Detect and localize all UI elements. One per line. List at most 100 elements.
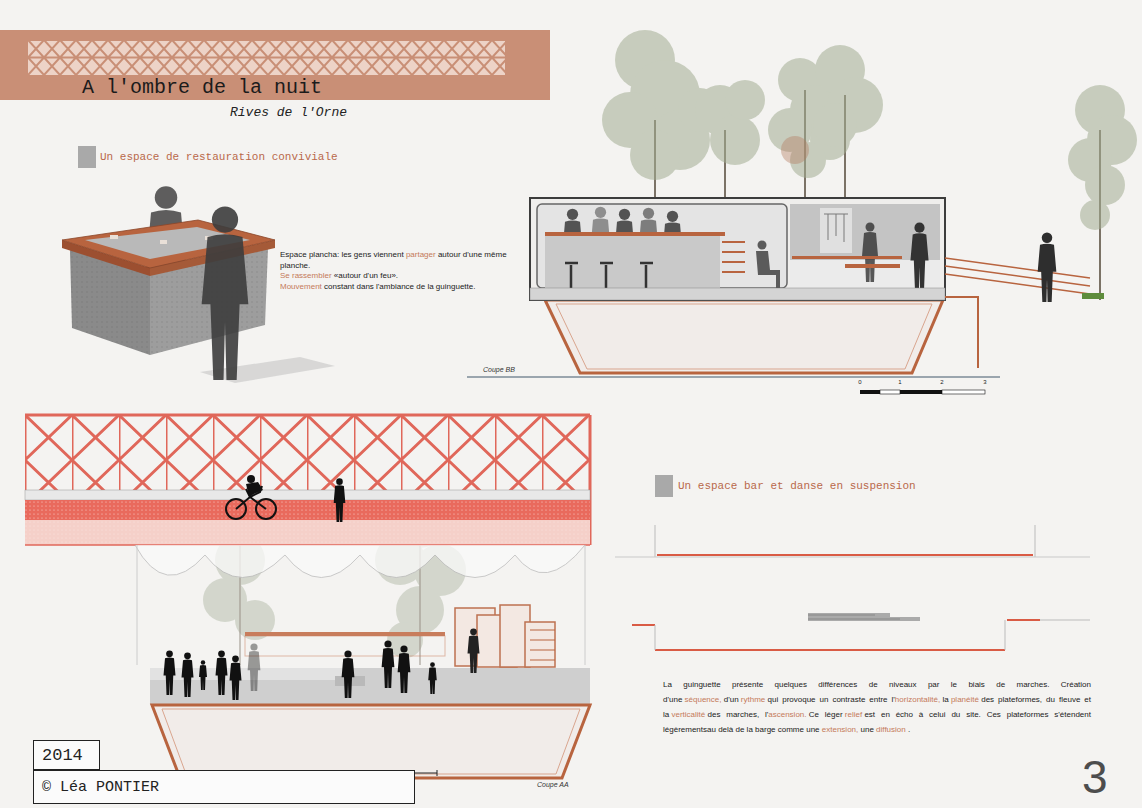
cyclist-part: [247, 475, 255, 483]
section-bb-part: [910, 223, 928, 290]
scale-bar-part: [900, 390, 942, 394]
cyclist: [226, 475, 276, 519]
keyword: séquence,: [685, 695, 722, 704]
level-diagram: [615, 525, 1090, 650]
title-band: [0, 30, 550, 100]
body-text: une: [860, 725, 873, 734]
section-aa-part: [25, 490, 590, 500]
title-wrap: A l'ombre de la nuit: [82, 76, 322, 99]
section-bb-part: [556, 304, 932, 369]
body-text: Espace plancha: les gens viennent: [280, 250, 404, 259]
trees-part: [781, 136, 809, 164]
paragraph: La guinguette présente quelques différen…: [663, 677, 1091, 737]
section-aa: [25, 415, 590, 778]
body-text: des marches, l': [708, 710, 769, 719]
trees-part-part: [630, 130, 680, 180]
section-heading: Un espace bar et danse en suspension: [678, 480, 916, 492]
section-bb-part: [530, 198, 945, 300]
section-bb-part: [756, 241, 780, 291]
section-aa-part: [164, 628, 480, 700]
section-aa-part-part: [428, 662, 437, 694]
section-bb: [467, 198, 1104, 377]
scale-bar: [860, 390, 985, 394]
footer-rule: [415, 770, 437, 776]
keyword: partager: [406, 250, 436, 259]
keyword: ascension.: [768, 710, 806, 719]
title: A l'ombre de la nuit: [82, 76, 322, 99]
title-band-part: [0, 30, 550, 100]
section-aa-part: [530, 630, 555, 660]
body-text: «autour d'un feu».: [334, 271, 398, 280]
title-band-part: [28, 40, 505, 75]
frame-box: © Léa PONTIER: [33, 770, 415, 804]
section-bb-part: [545, 300, 943, 373]
keyword: planéité: [951, 695, 979, 704]
keyword: diffusion: [876, 725, 906, 734]
body-text: .: [908, 725, 910, 734]
section-bb-part: [820, 208, 852, 253]
scale-number: 2: [940, 379, 943, 385]
box-text: 2014: [42, 746, 91, 765]
subtitle-wrap: Rives de l'Orne: [230, 106, 347, 121]
section-aa-part-part: [525, 622, 555, 667]
scale-number: 1: [898, 379, 901, 385]
heading-marker-part: [655, 475, 673, 497]
body-text: d'un: [724, 695, 739, 704]
trees-part-part: [1085, 165, 1125, 205]
paragraph-line: Espace plancha: les gens viennentpartage…: [280, 250, 532, 271]
section-aa-part: [245, 632, 445, 636]
section-label: Coupe AA: [537, 781, 569, 788]
page-number: 3: [1082, 751, 1108, 803]
section-aa-part: [152, 705, 590, 778]
section-aa-part: [162, 709, 580, 774]
keyword: rythme: [741, 695, 765, 704]
section-aa-part-part: [342, 650, 355, 698]
section-bb-part: [722, 242, 745, 272]
section-aa-part-part: [182, 652, 194, 697]
section-aa-part: [25, 500, 590, 520]
plancha-illustration-part: [160, 240, 167, 244]
keyword: relief: [845, 710, 862, 719]
section-aa-part: [334, 478, 346, 522]
section-bb-part: [792, 256, 902, 259]
section-label-wrap: Coupe AA: [537, 781, 569, 789]
section-aa-part-part: [398, 645, 411, 693]
frame-box: 2014: [33, 740, 100, 770]
keyword: verticalité: [671, 710, 705, 719]
section-bb-part: [565, 263, 653, 288]
paragraph-line: Se rassembler«autour d'un feu».: [280, 271, 532, 282]
section-bb-part: [845, 264, 900, 268]
section-heading: Un espace de restauration conviviale: [100, 151, 338, 163]
plancha-illustration: [62, 186, 335, 383]
level-diagram-part: [655, 620, 1090, 650]
plancha-illustration-part: [202, 206, 249, 380]
scale-number-wrap: 2: [940, 379, 943, 386]
section-aa-part-part: [216, 650, 228, 695]
paragraph-line: Mouvementconstant dans l'ambiance de la …: [280, 282, 532, 293]
section-heading-wrap: Un espace bar et danse en suspension: [678, 480, 916, 493]
section-bb-part: [530, 288, 945, 300]
section-aa-part-part: [164, 650, 176, 695]
level-diagram-part: [615, 557, 1090, 558]
section-aa-part-part: [382, 640, 395, 688]
paragraph-line: La guinguette présente quelques différen…: [663, 677, 1091, 737]
section-aa-part: [150, 668, 345, 680]
scale-number-wrap: 3: [983, 379, 986, 386]
body-text: Ce léger: [809, 710, 843, 719]
scale-number-wrap: 0: [858, 379, 861, 386]
trees-part-part: [1080, 200, 1110, 230]
page-number-wrap: 3: [1082, 754, 1108, 800]
section-aa-part: [135, 545, 585, 578]
scale-number-wrap: 1: [898, 379, 901, 386]
section-bb-part: [467, 376, 1000, 378]
section-aa-part-part: [199, 660, 207, 690]
section-bb-part: [945, 258, 1090, 294]
scale-number: 3: [983, 379, 986, 385]
body-text: la: [942, 695, 948, 704]
section-bb-part: [945, 297, 978, 368]
cyclist-part: [246, 482, 263, 497]
section-aa-part: [25, 415, 590, 490]
section-bb-part: [862, 223, 878, 283]
level-diagram-part: [808, 613, 920, 621]
